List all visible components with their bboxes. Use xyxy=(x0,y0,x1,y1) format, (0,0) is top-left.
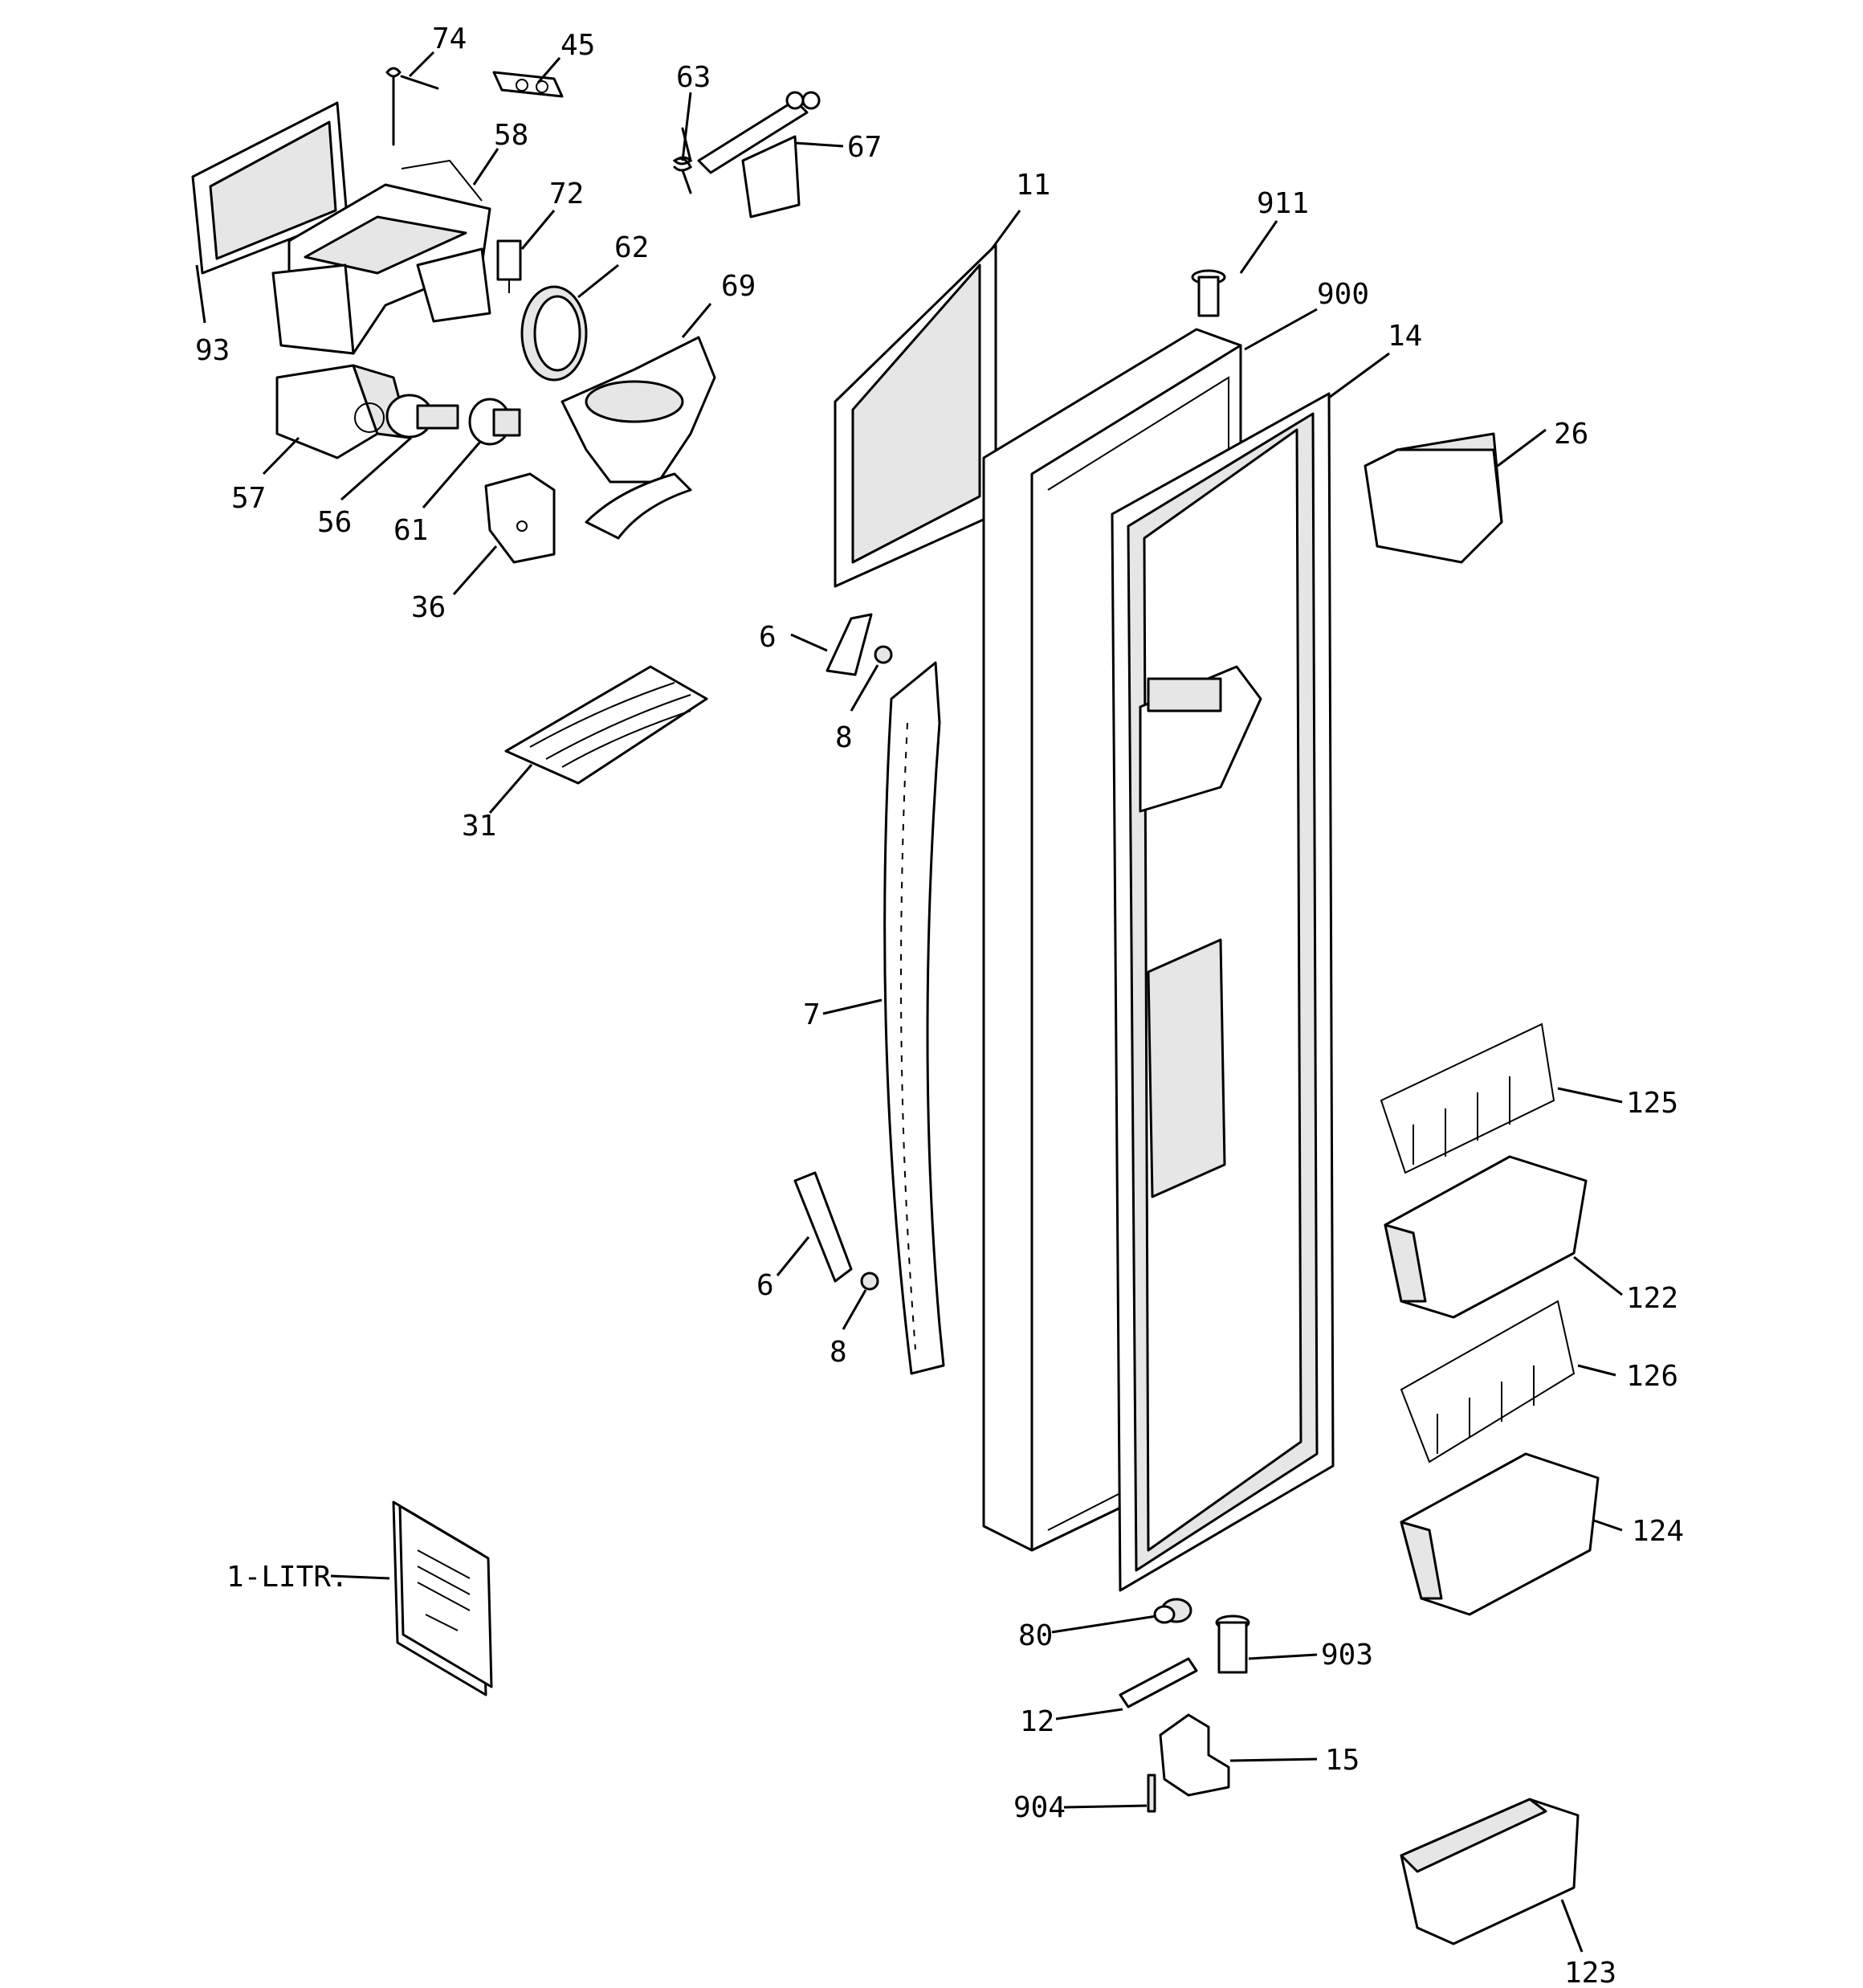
part-903-pin xyxy=(1215,1614,1250,1674)
callout-14: 14 xyxy=(1388,320,1422,353)
part-15-hinge xyxy=(1159,1713,1230,1797)
part-31-drip-tray xyxy=(504,665,708,785)
part-63-spring xyxy=(672,127,693,194)
part-8-screw-top xyxy=(874,645,893,664)
callout-125: 125 xyxy=(1626,1087,1678,1120)
part-61-cam xyxy=(468,398,521,446)
part-69-ice-chute xyxy=(561,336,716,540)
callout-45: 45 xyxy=(561,29,595,62)
part-904-screw xyxy=(1147,1774,1156,1813)
callout-56: 56 xyxy=(317,506,352,539)
part-58-dispenser-housing xyxy=(271,159,491,355)
callout-57: 57 xyxy=(231,482,266,515)
callout-63: 63 xyxy=(676,61,711,94)
callout-61: 61 xyxy=(393,514,428,547)
callout-1-litr: 1-LITR. xyxy=(226,1561,349,1594)
part-6-handle-cap-top xyxy=(826,613,873,676)
part-56-coupler xyxy=(385,394,459,439)
part-6-handle-cap-bottom xyxy=(793,1171,853,1283)
part-124-bin xyxy=(1400,1452,1600,1616)
callout-911: 911 xyxy=(1257,187,1309,220)
part-67-lever xyxy=(697,91,821,218)
part-123-bin xyxy=(1400,1798,1580,1945)
callout-69: 69 xyxy=(721,270,756,303)
callout-62: 62 xyxy=(614,231,649,264)
callout-15: 15 xyxy=(1325,1744,1360,1777)
callout-8-bottom: 8 xyxy=(830,1336,847,1369)
callout-11: 11 xyxy=(1016,169,1050,202)
callout-903: 903 xyxy=(1321,1639,1373,1672)
part-12-shim xyxy=(1119,1657,1198,1708)
part-80-bushing xyxy=(1153,1598,1192,1624)
part-7-handle xyxy=(883,661,945,1375)
callout-74: 74 xyxy=(432,22,467,55)
callout-31: 31 xyxy=(462,810,496,843)
callout-7: 7 xyxy=(803,998,821,1031)
callout-26: 26 xyxy=(1554,418,1588,451)
callout-8-top: 8 xyxy=(835,721,853,754)
part-45-bracket xyxy=(492,71,564,98)
part-126-wire-basket xyxy=(1400,1300,1576,1463)
callout-6-bottom: 6 xyxy=(756,1269,774,1302)
part-122-bin xyxy=(1384,1155,1588,1319)
callout-72: 72 xyxy=(549,178,584,210)
callout-12: 12 xyxy=(1020,1705,1054,1738)
callout-80: 80 xyxy=(1018,1619,1053,1652)
callout-6-top: 6 xyxy=(759,621,777,654)
callout-900: 900 xyxy=(1317,278,1369,311)
part-14-gasket xyxy=(1111,392,1335,1592)
callout-123: 123 xyxy=(1564,1957,1616,1988)
part-36-bracket xyxy=(484,472,556,564)
callout-904: 904 xyxy=(1013,1791,1066,1824)
part-1-litr-manual xyxy=(392,1500,493,1696)
callout-122: 122 xyxy=(1626,1282,1678,1315)
callout-36: 36 xyxy=(411,591,446,624)
callout-93: 93 xyxy=(195,334,230,367)
part-26-bin xyxy=(1364,432,1503,564)
callout-124: 124 xyxy=(1632,1515,1684,1548)
part-125-wire-basket xyxy=(1380,1023,1555,1174)
callout-67: 67 xyxy=(847,131,882,164)
part-11-door-frame xyxy=(834,243,997,588)
part-74-spring xyxy=(385,67,439,146)
part-62-ring xyxy=(520,285,588,382)
callout-58: 58 xyxy=(494,119,528,152)
callout-126: 126 xyxy=(1626,1360,1678,1393)
part-8-screw-bottom xyxy=(860,1272,879,1291)
leader-lines xyxy=(195,51,1623,1953)
part-911-bushing xyxy=(1191,269,1226,317)
part-72-switch xyxy=(496,239,522,293)
